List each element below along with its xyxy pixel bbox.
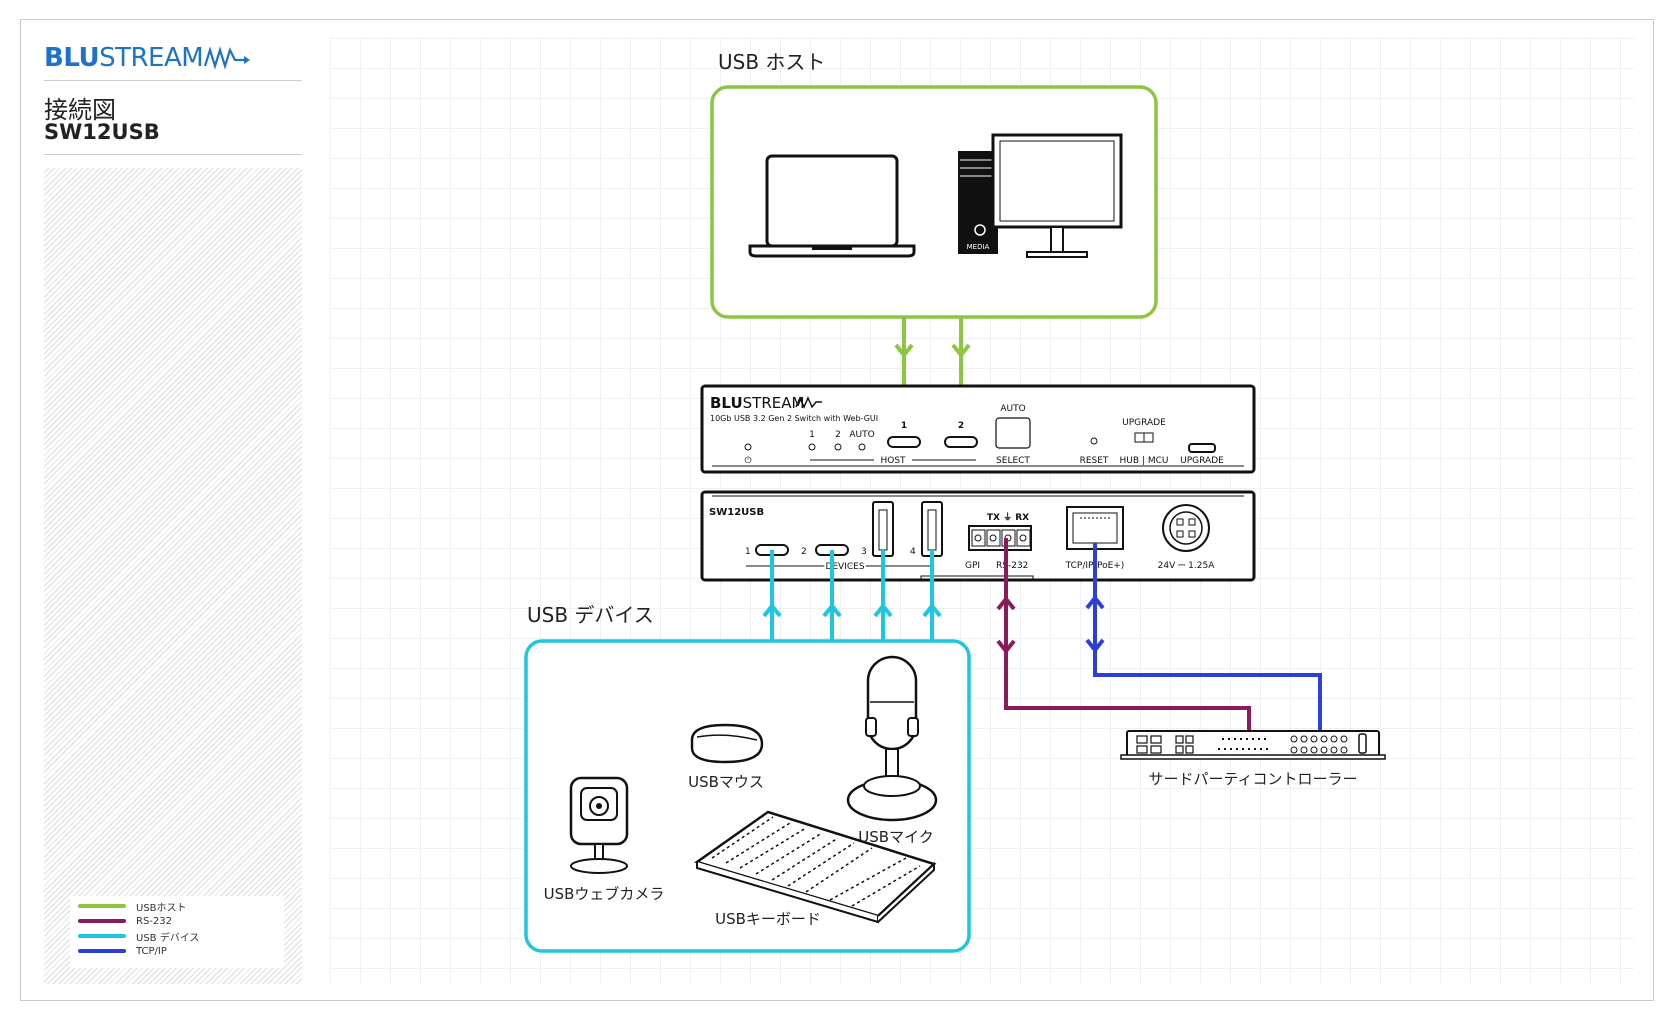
- host-port-label-1: 1: [901, 421, 907, 431]
- rear-panel: SW12USB 1 2 3 4 DEVICES TX ⏚ RX GPI RS-2…: [700, 490, 1256, 582]
- led-auto: [858, 443, 866, 451]
- upgrade-switch-label: UPGRADE: [1122, 418, 1166, 428]
- desktop-pc-icon: MEDIA: [958, 133, 1123, 258]
- legend-label: TCP/IP: [136, 945, 167, 957]
- power-icon: ⏻: [744, 455, 751, 466]
- front-panel: BLUSTREAM 10Gb USB 3.2 Gen 2 Switch with…: [700, 384, 1256, 474]
- tcpip-cable: [1085, 543, 1322, 730]
- laptop-icon: [748, 154, 916, 258]
- txrx-label: TX ⏚ RX: [987, 512, 1029, 523]
- brand-wave-icon: [204, 46, 251, 70]
- front-brand-wave-icon: [795, 396, 822, 409]
- host-group-title: USB ホスト: [718, 50, 825, 74]
- reset-button[interactable]: [1090, 437, 1098, 445]
- camera-label: USBウェブカメラ: [544, 885, 665, 903]
- device-port-label-3: 3: [861, 547, 867, 557]
- microphone-icon: [846, 655, 938, 822]
- device-group-title: USB デバイス: [527, 603, 654, 627]
- brand-name-bold: BLU: [44, 43, 100, 73]
- rs232-cable: [996, 538, 1251, 730]
- device-port-label-1: 1: [745, 547, 751, 557]
- legend-item-tcpip: TCP/IP: [70, 944, 167, 958]
- front-subtitle: 10Gb USB 3.2 Gen 2 Switch with Web-GUI: [710, 414, 878, 423]
- keyboard-icon: [694, 810, 937, 924]
- led-1: [808, 443, 816, 451]
- device-port-label-4: 4: [910, 547, 916, 557]
- power-label: 24V ⎓ 1.25A: [1158, 561, 1216, 571]
- gpi-label: GPI: [965, 561, 980, 571]
- divider: [44, 154, 302, 155]
- legend-swatch: [78, 919, 126, 923]
- legend-swatch: [78, 904, 126, 908]
- legend-item-rs232: RS-232: [70, 914, 172, 928]
- upgrade-port[interactable]: [1188, 443, 1216, 453]
- upgrade-port-label: UPGRADE: [1180, 456, 1224, 466]
- host-port-label-2: 2: [958, 421, 964, 431]
- mouse-icon: [690, 723, 764, 764]
- legend-swatch: [78, 949, 126, 953]
- legend-item-usb-host: USBホスト: [70, 899, 187, 914]
- model-title: SW12USB: [44, 120, 160, 144]
- controller-label: サードパーティコントローラー: [1148, 770, 1357, 788]
- controller-icon: [1120, 730, 1386, 760]
- webcam-icon: [569, 776, 629, 874]
- keyboard-label: USBキーボード: [715, 910, 821, 928]
- mic-label: USBマイク: [858, 828, 934, 846]
- mouse-label: USBマウス: [688, 773, 764, 791]
- host-port-1[interactable]: [887, 436, 921, 448]
- brand-name-rest: STREAM: [99, 43, 204, 73]
- power-led: [744, 443, 752, 451]
- led-label-1: 1: [809, 430, 815, 440]
- select-button[interactable]: [995, 417, 1031, 449]
- host-label: HOST: [880, 456, 906, 466]
- rs232-label: RS-232: [996, 561, 1028, 571]
- legend-item-usb-device: USB デバイス: [70, 929, 200, 944]
- legend-label: USB デバイス: [136, 932, 200, 944]
- divider: [44, 80, 302, 81]
- legend: USBホスト RS-232 USB デバイス TCP/IP: [70, 896, 284, 968]
- legend-label: RS-232: [136, 915, 172, 927]
- page-title: 接続図: [44, 96, 116, 124]
- hub-mcu-label: HUB | MCU: [1120, 456, 1169, 466]
- reset-label: RESET: [1080, 456, 1109, 466]
- front-brand: BLUSTREAM: [710, 394, 804, 412]
- legend-label: USBホスト: [136, 902, 187, 914]
- devices-label: DEVICES: [825, 562, 864, 572]
- hatch-panel: [44, 168, 302, 984]
- legend-swatch: [78, 934, 126, 938]
- led-2: [834, 443, 842, 451]
- led-label-auto: AUTO: [849, 430, 874, 440]
- auto-label: AUTO: [1000, 404, 1025, 414]
- device-port-label-2: 2: [801, 547, 807, 557]
- rear-model: SW12USB: [709, 507, 764, 518]
- usb-device-cables: [762, 550, 942, 643]
- led-label-2: 2: [835, 430, 841, 440]
- select-label: SELECT: [996, 456, 1030, 466]
- pc-media-label: MEDIA: [967, 243, 990, 251]
- host-port-2[interactable]: [944, 436, 978, 448]
